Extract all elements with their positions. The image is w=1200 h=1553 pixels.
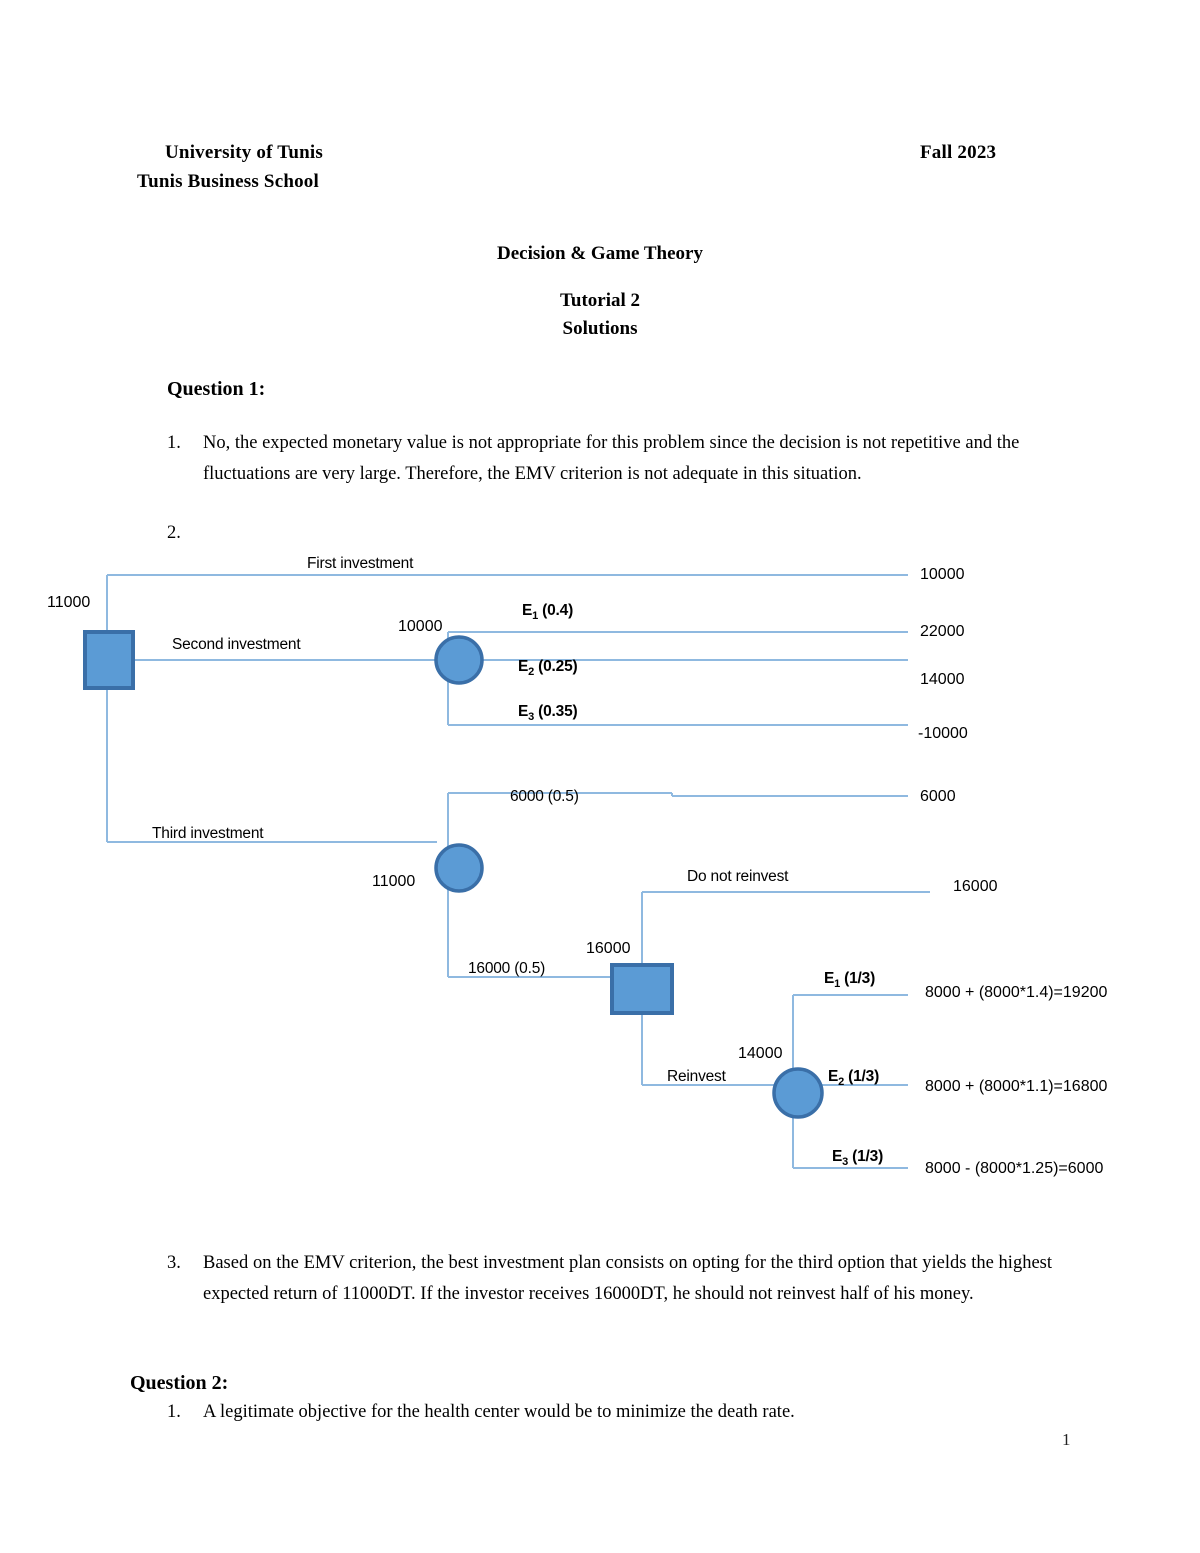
e3-bot-prob: (1/3) — [852, 1148, 884, 1165]
list-number: 1. — [167, 1402, 181, 1422]
branch-label-e3-bottom: E3 (1/3) — [832, 1148, 884, 1169]
mid-decision-node-value: 16000 — [586, 940, 631, 957]
e-letter: E — [522, 602, 533, 619]
decision-tree-lines — [83, 574, 930, 1169]
root-decision-node — [83, 630, 135, 690]
university-name: University of Tunis — [165, 142, 323, 163]
q1-item-3: 3. Based on the EMV criterion, the best … — [167, 1248, 1052, 1310]
branch-label-16000-prob: 16000 (0.5) — [468, 960, 546, 977]
e1-bot-prob: (1/3) — [844, 970, 876, 987]
outcome-e1-bottom: 8000 + (8000*1.4)=19200 — [925, 984, 1108, 1001]
branch-label-e2-top: E2 (0.25) — [518, 658, 578, 679]
branch-label-third-investment: Third investment — [152, 825, 264, 842]
branch-label-reinvest: Reinvest — [667, 1068, 726, 1085]
branch-label-e1-bottom: E1 (1/3) — [824, 970, 876, 991]
list-text: Based on the EMV criterion, the best inv… — [203, 1253, 1052, 1304]
decision-tree-figure: 11000 10000 11000 16000 14000 First inve… — [0, 540, 1200, 1230]
page-number: 1 — [1062, 1430, 1071, 1449]
e2-bot-prob: (1/3) — [848, 1068, 880, 1085]
question-1-heading: Question 1: — [167, 378, 266, 400]
outcome-e3-top: -10000 — [918, 725, 968, 742]
branch-label-e2-bottom: E2 (1/3) — [828, 1068, 880, 1089]
e-letter: E — [832, 1148, 843, 1165]
list-text: No, the expected monetary value is not a… — [203, 433, 1020, 484]
outcome-first-investment: 10000 — [920, 566, 965, 583]
outcome-e1-top: 22000 — [920, 623, 965, 640]
term-label: Fall 2023 — [920, 142, 997, 163]
outcome-do-not-reinvest: 16000 — [953, 878, 998, 895]
outcome-6000: 6000 — [920, 788, 956, 805]
reinvest-chance-node-value: 14000 — [738, 1045, 783, 1062]
e-letter: E — [824, 970, 835, 987]
outcome-e3-bottom: 8000 - (8000*1.25)=6000 — [925, 1160, 1104, 1177]
reinvest-chance-node — [772, 1067, 824, 1119]
tutorial-title: Tutorial 2 — [559, 290, 641, 311]
list-number: 3. — [167, 1253, 181, 1273]
solutions-title: Solutions — [562, 318, 638, 339]
second-investment-chance-node — [434, 635, 484, 685]
e-letter: E — [828, 1068, 839, 1085]
e1-top-prob: (0.4) — [542, 602, 574, 619]
branch-label-6000-prob: 6000 (0.5) — [510, 788, 579, 805]
e-letter: E — [518, 703, 529, 720]
branch-label-second-investment: Second investment — [172, 636, 301, 653]
second-chance-node-value: 10000 — [398, 618, 443, 635]
outcome-e2-top: 14000 — [920, 671, 965, 688]
q1-item-1: 1. No, the expected monetary value is no… — [167, 428, 1047, 490]
course-title: Decision & Game Theory — [497, 243, 703, 264]
q1-item-2: 2. — [167, 518, 367, 549]
q2-item-1: 1. A legitimate objective for the health… — [167, 1397, 1052, 1428]
outcome-e2-bottom: 8000 + (8000*1.1)=16800 — [925, 1078, 1108, 1095]
branch-label-first-investment: First investment — [307, 555, 414, 572]
list-text: A legitimate objective for the health ce… — [203, 1402, 795, 1422]
root-node-value: 11000 — [47, 594, 91, 611]
third-investment-chance-node — [434, 843, 484, 893]
question-2-heading: Question 2: — [130, 1372, 229, 1394]
branch-label-e1-top: E1 (0.4) — [522, 602, 574, 623]
branch-label-e3-top: E3 (0.35) — [518, 703, 578, 724]
reinvest-decision-node — [610, 963, 674, 1015]
third-chance-node-value: 11000 — [372, 873, 416, 890]
branch-label-do-not-reinvest: Do not reinvest — [687, 868, 789, 885]
e3-top-prob: (0.35) — [538, 703, 578, 720]
school-name: Tunis Business School — [137, 171, 319, 192]
e2-top-prob: (0.25) — [538, 658, 578, 675]
list-number: 2. — [167, 523, 181, 543]
e-letter: E — [518, 658, 529, 675]
list-number: 1. — [167, 433, 181, 453]
